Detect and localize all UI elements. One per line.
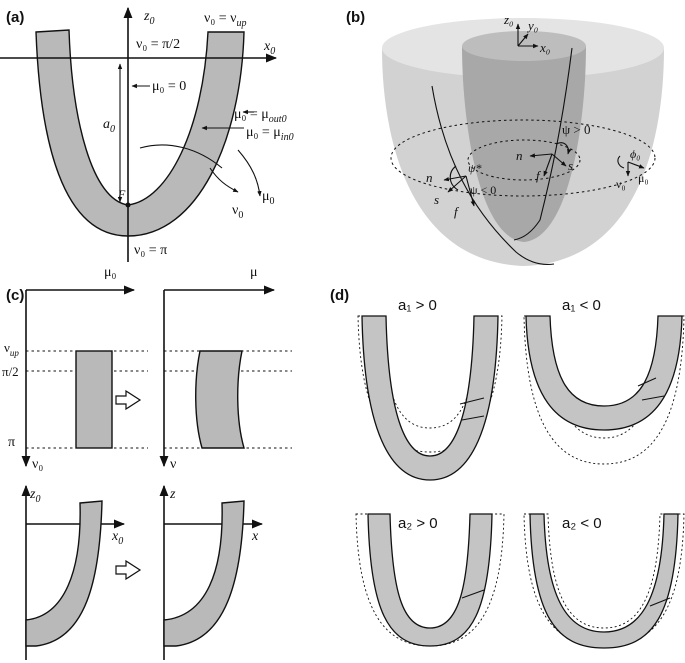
c-right-domain [195, 350, 245, 449]
d-a2pos-deformed [367, 513, 493, 647]
b-z0-label: z₀ [503, 12, 514, 27]
fiber-curve-outer [431, 85, 555, 266]
d-a1neg-fiber-2 [641, 395, 665, 401]
d-a1neg-fiber-1 [637, 377, 657, 387]
c-x0-label: x0 [111, 529, 123, 547]
panel-a: (a) z0 x0 ν₀ = νup ν₀ = π/2 μ₀ = 0 μ₀ = … [0, 6, 294, 262]
x0-label: x0 [263, 39, 275, 57]
c-left-wall [25, 500, 103, 647]
mu0-label: μ0 [262, 189, 275, 207]
d-a1neg-reference [523, 315, 685, 465]
c-z-label: z [169, 487, 176, 502]
psi-pos-arc [555, 142, 572, 155]
inner-ring [467, 139, 581, 181]
psi-star-label: ψ* [468, 161, 481, 175]
inner-f-label: f [536, 168, 542, 183]
inner-s-label: s [568, 158, 573, 173]
outer-n-vector [443, 175, 467, 182]
d-a1-negative: a₁ < 0 [523, 297, 685, 465]
b-x0-label: x₀ [539, 40, 550, 55]
inner-n-vector [529, 153, 553, 158]
psi-neg-label: ψ < 0 [470, 183, 496, 197]
c-transform-arrow-top [115, 389, 142, 411]
d-a2neg-deformed [529, 513, 679, 649]
nu-half-label: ν₀ = π/2 [136, 37, 180, 52]
b-mu0-label: μ₀ [638, 171, 649, 185]
d-a1-positive: a₁ > 0 [357, 297, 503, 481]
z0-label: z0 [143, 9, 154, 27]
focus-label: F [117, 187, 126, 201]
psi-pos-label: ψ > 0 [562, 122, 590, 137]
outer-f-vector [465, 175, 475, 207]
c-nu0-label: ν₀ [32, 457, 43, 472]
outer-f-label: f [454, 204, 460, 219]
panel-a-label: (a) [6, 9, 24, 26]
phi0-arc [617, 155, 625, 169]
panel-b-label: (b) [346, 9, 365, 26]
d-a1pos-label: a₁ > 0 [398, 297, 437, 314]
c-transform-arrow-bottom [115, 559, 142, 581]
a0-label: a0 [103, 117, 115, 135]
mu-out-label: μ₀ = μout0 [234, 107, 287, 125]
mu-in-label: μ₀ = μin0 [246, 125, 294, 143]
b-nu0-label: ν₀ [616, 177, 626, 191]
nu0-label: ν0 [232, 203, 243, 221]
c-right-wall [163, 500, 245, 647]
mu0-vector [627, 161, 645, 169]
d-a2neg-reference [523, 513, 685, 647]
panel-d-label: (d) [330, 287, 349, 304]
b-y0-axis [517, 33, 529, 47]
c-pi-label: π [8, 435, 15, 450]
c-nu-label: ν [170, 457, 176, 472]
outer-s-vector [447, 175, 467, 193]
circumferential-ring [390, 119, 656, 197]
nu0-angle-arc [139, 144, 223, 169]
phi0-label: ϕ₀ [630, 147, 640, 161]
c-z0-label: z0 [29, 487, 40, 505]
panel-b: (b) z₀ y₀ x₀ ψ > 0 n s f ψ* [346, 9, 664, 266]
nu-up-label: ν₀ = νup [204, 11, 246, 29]
d-a2neg-label: a₂ < 0 [562, 515, 602, 532]
inner-surface [462, 46, 586, 242]
c-nu-up-label: νup [4, 340, 19, 358]
d-a1pos-deformed [361, 315, 499, 481]
d-a1pos-fiber-2 [461, 415, 485, 421]
panel-d: (d) a₁ > 0 a₁ < 0 a₂ > 0 [330, 287, 685, 649]
c-left-domain-rect [75, 350, 113, 449]
inner-f-vector [543, 153, 553, 177]
c-mu0-label: μ₀ [104, 265, 117, 280]
inner-s-vector [551, 153, 567, 167]
nu0-direction-arrow [209, 167, 239, 193]
d-a2pos-label: a₂ > 0 [398, 515, 438, 532]
mu0-direction-arrow [237, 149, 262, 197]
focus-point [125, 202, 131, 208]
c-mu-label: μ [250, 265, 258, 280]
c-pi-half-label: π/2 [2, 364, 19, 379]
nu-pi-label: ν₀ = π [134, 243, 167, 258]
d-a2-negative: a₂ < 0 [523, 513, 685, 649]
outer-n-label: n [426, 170, 433, 185]
ventricle-wall-section [35, 29, 245, 237]
inner-n-label: n [516, 148, 523, 163]
d-a2-positive: a₂ > 0 [355, 513, 505, 647]
b-y0-label: y₀ [526, 18, 538, 33]
fiber-curve-inner [513, 47, 573, 241]
outer-s-label: s [434, 192, 439, 207]
d-a2pos-fiber [461, 589, 485, 599]
d-a2neg-fiber [649, 597, 671, 607]
d-a1neg-deformed [525, 315, 683, 431]
c-x-label: x [251, 529, 259, 544]
d-a1pos-fiber-1 [459, 397, 485, 405]
panel-c-label: (c) [6, 287, 24, 304]
panel-c: (c) μ₀ νup π/2 π ν₀ μ ν z0 x0 [2, 265, 292, 660]
mu-zero-label: μ₀ = 0 [152, 79, 186, 94]
psi-star-arc [449, 165, 459, 191]
d-a1neg-label: a₁ < 0 [562, 297, 601, 314]
